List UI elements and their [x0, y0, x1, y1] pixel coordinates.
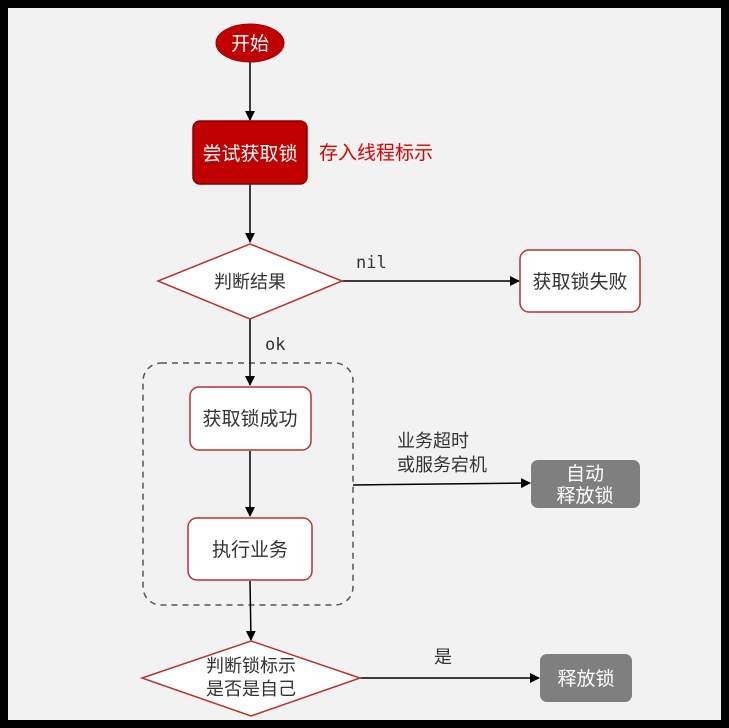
execute-node [187, 517, 313, 581]
release-node [540, 654, 632, 702]
lock-failed-node [519, 249, 641, 313]
nil-edge-label: nil [356, 253, 387, 273]
judge-result-node [156, 243, 344, 320]
judge-owner-label-line2: 是否是自己 [206, 679, 296, 700]
release-label: 释放锁 [557, 668, 614, 690]
yes-edge-label: 是 [434, 647, 452, 668]
start-label: 开始 [231, 33, 269, 55]
success-group-container [142, 362, 354, 606]
judge-owner-label-line1: 判断锁标示 [206, 656, 296, 677]
timeout-label-line1: 业务超时 [397, 431, 469, 452]
auto-release-node [531, 460, 640, 508]
lock-success-label: 获取锁成功 [202, 408, 297, 430]
try-lock-label: 尝试获取锁 [202, 143, 297, 165]
diagram-canvas [8, 8, 721, 720]
lock-failed-label: 获取锁失败 [532, 271, 627, 293]
edge-group-to-auto-release [352, 478, 531, 489]
judge-owner-node [139, 640, 363, 717]
judge-result-label: 判断结果 [214, 272, 286, 293]
auto-release-label-line1: 自动 [566, 463, 604, 485]
auto-release-label-line2: 释放锁 [556, 485, 613, 507]
try-lock-node [192, 120, 308, 185]
store-thread-annotation: 存入线程标示 [319, 142, 433, 164]
start-node [215, 23, 285, 63]
ok-edge-label: ok [265, 335, 285, 355]
timeout-label-line2: 或服务宕机 [397, 455, 487, 476]
execute-label: 执行业务 [212, 539, 288, 561]
edge-execute-to-judge-owner [245, 580, 256, 641]
lock-success-node [189, 386, 312, 451]
